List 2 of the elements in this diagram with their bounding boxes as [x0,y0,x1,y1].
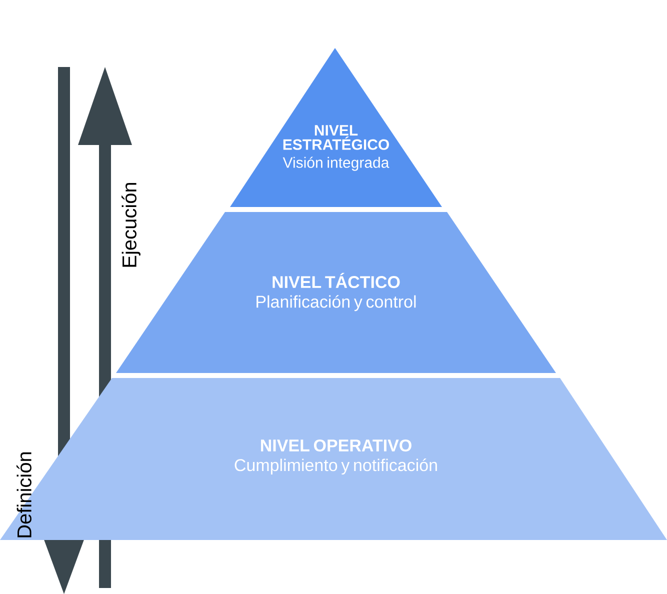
pyramid-band: NIVEL ESTRATÉGICO Visión integrada [230,48,442,207]
axis-label: Definición [16,452,32,538]
